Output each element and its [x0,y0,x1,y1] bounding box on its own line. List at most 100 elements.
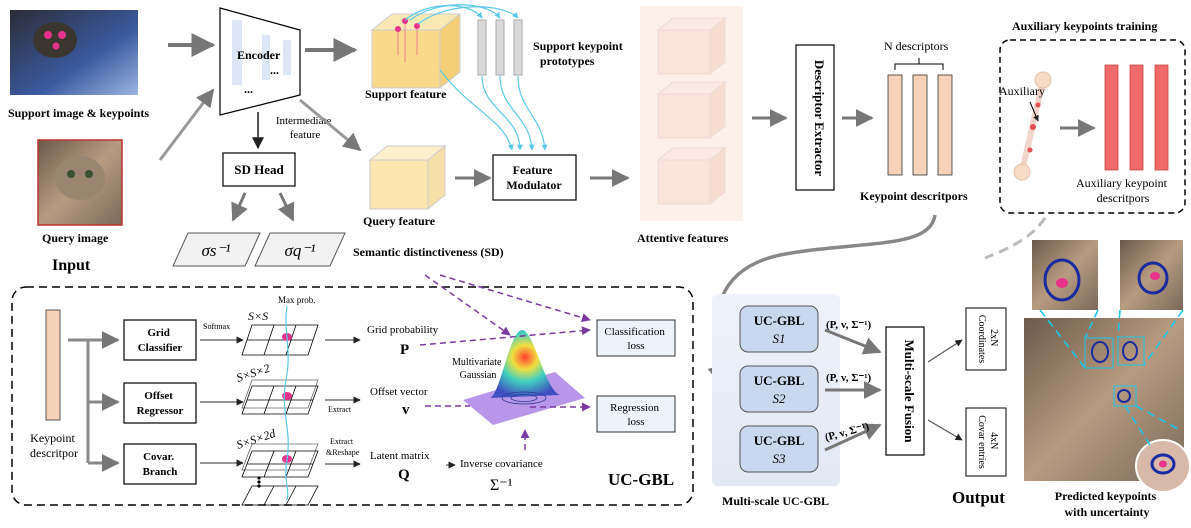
kd-line-1: Keypoint [30,431,75,445]
zoom-left [1032,240,1098,310]
keypoint-descriptor-label: Keypoint descritpor [30,431,78,460]
fusion-box [885,326,925,456]
softmax-label: Softmax [203,322,230,331]
regression-loss-box [596,395,676,433]
encoder-dots-2: ... [244,82,253,96]
ucgbl-s1-scale: S1 [773,331,786,346]
er-line-2: &Reshape [326,448,360,457]
prototypes-label: Support keypoint prototypes [533,39,626,68]
sd-head-label: SD Head [234,162,284,177]
max-prob-line [283,305,289,501]
intermediate-feature-label: Intermediate feature [276,115,334,141]
sxs-label: S×S [248,309,268,323]
keypoint-descriptor-bar [45,309,61,421]
aux-descriptors-label: Auxiliary keypoint descritpors [1076,176,1170,205]
cl-line-2: loss [627,340,644,352]
offset-vector-label: Offset vector [370,386,428,398]
fusion-label: Multi-scale Fusion [902,340,917,444]
inv-cov-label: Inverse covariance [460,458,543,470]
P-symbol: P [400,342,409,358]
ucgbl-panel [11,286,694,506]
attentive-cubes [656,16,727,206]
covar-entries-box [965,407,1007,477]
grid-sxs [241,324,319,356]
covar-entries-label: 4xN Covar entries [976,415,999,469]
rl-line-1: Regression [610,402,659,414]
covar-branch-label: Covar. Branch [143,451,178,478]
sigma-s-box [172,232,261,267]
modulator-line-2: Modulator [506,178,562,192]
query-image [37,139,123,226]
predicted-label: Predicted keypoints with uncertainty [1055,489,1159,519]
cb-line-2: Branch [143,466,178,478]
latent-matrix-label: Latent matrix [370,450,430,462]
g-line-1: Multivariate [452,357,502,368]
query-feature-cube [368,144,447,211]
multiscale-caption: Multi-scale UC-GBL [722,494,829,508]
modulator-line-1: Feature [513,163,553,177]
auxiliary-label: Auxiliary [999,84,1045,98]
feature-modulator-box [492,154,577,201]
keypoint-descriptor-bars [887,74,953,176]
sd-head-box [222,152,296,187]
zoom-links [1039,309,1184,446]
offset-regressor-label: Offset Regressor [137,390,184,417]
ucgbl-s3-title: UC-GBL [754,433,805,448]
cl-line-1: Classification [604,326,665,338]
encoder-label: Encoder [237,48,281,62]
multiscale-arrows [824,328,882,452]
tuple-2: (P, v, Σ⁻¹) [826,372,872,384]
sigma-s-label: σs⁻¹ [201,241,230,260]
ucgbl-name: UC-GBL [608,470,674,489]
output-title: Output [952,488,1005,507]
ce-line-1: 4xN [988,432,999,449]
grid-classifier-label: Grid Classifier [138,327,183,354]
multivariate-gaussian [463,330,585,425]
regression-loss-label: Regression loss [610,402,662,428]
prototype-columns [477,19,523,76]
pr-line-2: with uncertainty [1065,505,1150,519]
co-line-2: Coordinates [976,315,987,363]
support-feature-cube [370,12,462,90]
grid-sxsx2 [241,379,319,415]
gaussian-label: Multivariate Gaussian [452,357,504,381]
gc-line-1: Grid [147,327,170,339]
intermediate-line-1: Intermediate [276,115,332,127]
encoder-dots-1: ... [270,63,279,77]
sigma-q-box [254,232,346,267]
grid-classifier-box [123,319,197,361]
classification-loss-box [596,319,676,357]
tuple-1: (P, v, Σ⁻¹) [826,319,872,331]
or-line-2: Regressor [137,405,184,417]
multiscale-boxes [739,305,819,473]
ucgbl-s2-title: UC-GBL [754,373,805,388]
er-line-1: Extract [330,437,354,446]
ucgbl-s3-scale: S3 [773,451,787,466]
loss-arrows [419,274,591,450]
aux-descriptor-bars [1104,64,1169,171]
support-feature-label: Support feature [365,87,447,101]
Q-symbol: Q [398,467,410,483]
sd-caption: Semantic distinctiveness (SD) [353,245,504,259]
query-image-label: Query image [42,231,109,245]
n-descriptors-label: N descriptors [884,39,949,53]
sigma-inv-symbol: Σ⁻¹ [490,477,513,494]
encoder [219,7,301,116]
keypoint-descriptors-label: Keypoint descritpors [860,189,968,203]
descriptor-extractor-box [795,44,835,191]
zoom-nose [1135,439,1191,493]
kd-line-2: descritpor [30,446,78,460]
co-line-1: 2xN [988,329,999,346]
offset-regressor-box [123,382,197,424]
aux-title: Auxiliary keypoints training [1012,19,1157,33]
sigma-q-label: σq⁻¹ [285,241,316,260]
or-line-1: Offset [144,390,173,402]
ucgbl-s1-title: UC-GBL [754,313,805,328]
query-feature-label: Query feature [363,214,436,228]
support-image-label: Support image & keypoints [8,106,149,120]
g-line-2: Gaussian [460,370,497,381]
descriptor-extractor-label: Descriptor Extractor [812,60,827,177]
coords-box [965,307,1007,371]
prototypes-line-2: prototypes [540,54,595,68]
